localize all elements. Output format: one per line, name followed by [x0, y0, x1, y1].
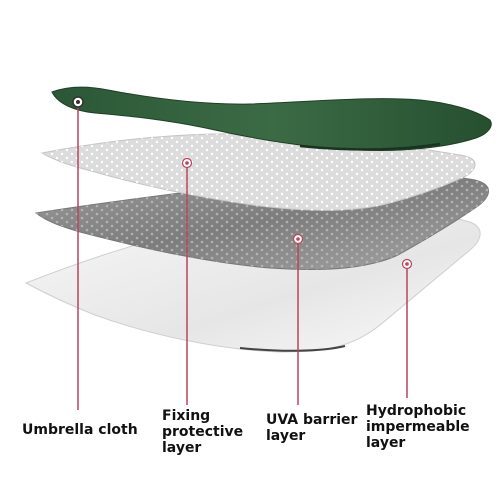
pointer-hydro: [401, 258, 413, 398]
label-uva-barrier-layer: UVA barrier layer: [266, 412, 357, 444]
label-line: Fixing: [162, 408, 211, 424]
pointer-uva: [292, 233, 304, 405]
label-line: layer: [366, 435, 406, 451]
label-line: protective: [162, 424, 244, 440]
fixing-layer-perforation: [42, 133, 476, 211]
label-line: impermeable: [366, 419, 470, 435]
label-fixing-protective-layer: Fixing protective layer: [162, 408, 243, 456]
umbrella-layer-edge: [299, 142, 441, 151]
label-line: Umbrella cloth: [22, 422, 138, 438]
label-line: layer: [266, 428, 306, 444]
pointer-umbrella: [72, 96, 84, 410]
label-hydrophobic-impermeable-layer: Hydrophobic impermeable layer: [366, 403, 470, 451]
label-line: UVA barrier: [266, 412, 358, 428]
umbrella-layer-sheet: [51, 86, 492, 151]
label-line: layer: [162, 440, 202, 456]
label-line: Hydrophobic: [366, 403, 467, 419]
pointer-fixing: [181, 157, 193, 405]
label-umbrella-cloth: Umbrella cloth: [22, 422, 138, 438]
